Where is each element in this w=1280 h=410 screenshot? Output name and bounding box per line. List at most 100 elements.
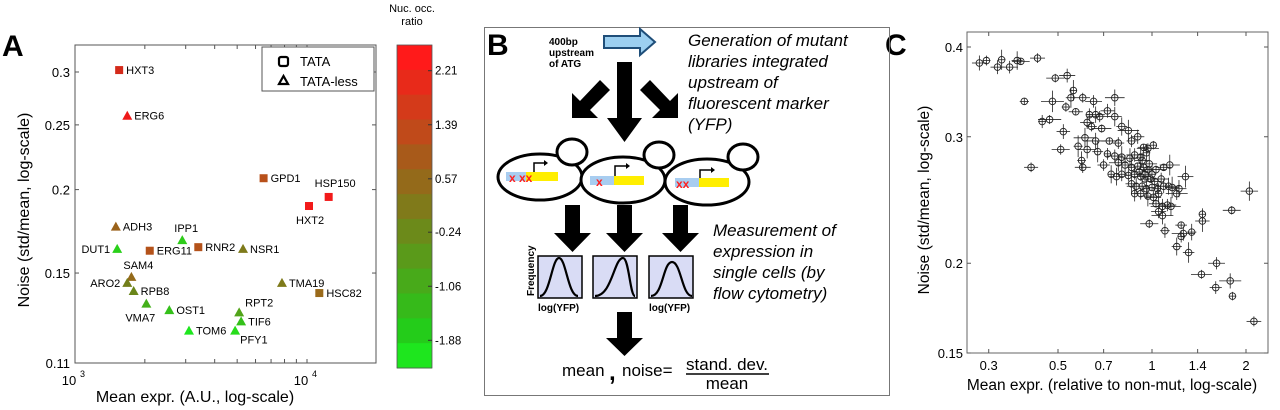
panel-b-letter: B	[487, 29, 509, 62]
circle-marker-icon	[1154, 189, 1163, 198]
circle-marker-icon	[1083, 118, 1091, 127]
circle-marker-icon	[1027, 163, 1035, 172]
gene-label: HXT2	[296, 215, 324, 227]
circle-marker-icon	[1048, 97, 1057, 106]
data-point	[1073, 127, 1097, 148]
step1-line1: Generation of mutant	[688, 31, 848, 50]
square-marker-icon	[259, 174, 268, 183]
data-point	[1136, 180, 1148, 193]
circle-marker-icon	[1144, 192, 1152, 200]
data-point	[1246, 316, 1262, 327]
panel-c-letter: C	[885, 29, 907, 62]
data-point	[1038, 114, 1047, 129]
colorbar	[396, 44, 433, 369]
circle-marker-icon	[1172, 189, 1181, 198]
circle-marker-icon	[1069, 86, 1078, 95]
circle-marker-icon	[1114, 139, 1123, 147]
colorbar-segment	[397, 94, 432, 121]
circle-marker-icon	[1095, 112, 1104, 121]
promoter-arrow-icon	[603, 26, 657, 58]
data-point	[1182, 242, 1195, 263]
histogram-x-label-left: log(YFP)	[538, 303, 579, 314]
triangle-marker-icon	[234, 307, 245, 317]
circle-marker-icon	[1172, 242, 1181, 251]
data-point	[1149, 140, 1158, 150]
data-point-tom6: TOM6	[183, 325, 226, 338]
circle-marker-icon	[1089, 97, 1098, 106]
promoter-label-line3: of ATG	[549, 59, 581, 70]
colorbar-segment	[397, 119, 432, 145]
data-point	[1116, 117, 1128, 136]
circle-marker-icon	[1184, 248, 1193, 257]
circle-marker-icon	[1197, 270, 1206, 279]
circle-marker-icon	[1072, 108, 1080, 116]
circle-marker-icon	[1059, 127, 1068, 136]
x-tick-label: 2	[1242, 358, 1249, 373]
circle-marker-icon	[1148, 170, 1156, 179]
mutation-mark-icon: x	[596, 175, 603, 189]
circle-marker-icon	[1154, 207, 1163, 216]
gene-label: GPD1	[271, 173, 301, 185]
data-point	[1024, 162, 1039, 173]
gene-label: PFY1	[240, 335, 268, 347]
gene-label: OST1	[176, 305, 205, 317]
colorbar-segment	[397, 144, 432, 170]
colorbar-segment	[397, 69, 432, 96]
data-point-tma19: TMA19	[276, 277, 324, 290]
y-tick-label: 0.3	[945, 130, 963, 145]
data-point	[1177, 230, 1185, 243]
gene-label: HSP150	[315, 178, 356, 190]
circle-marker-icon	[1181, 172, 1190, 181]
yeast-cell-2: x	[579, 140, 676, 205]
data-point	[1154, 183, 1163, 204]
data-point	[1086, 106, 1105, 123]
gene-label: ADH3	[123, 222, 152, 234]
colorbar-segment	[397, 243, 432, 270]
histogram-2	[592, 255, 638, 299]
colorbar-frame	[396, 44, 433, 369]
panel-c-x-axis-label: Mean expr. (relative to non-mut, log-sca…	[967, 377, 1257, 394]
y-tick-label: 0.25	[45, 118, 70, 133]
colorbar-tick-label: -1.06	[435, 281, 461, 293]
circle-marker-icon	[1167, 202, 1175, 211]
data-point	[1112, 137, 1125, 149]
triangle-marker-icon	[122, 277, 133, 287]
colorbar-tick-label: 2.21	[435, 66, 457, 78]
gene-label: ERG11	[157, 246, 192, 258]
panel-a-y-axis-label: Noise (std/mean, log-scale)	[16, 113, 33, 308]
circle-marker-icon	[1127, 137, 1136, 145]
circle-marker-icon	[1136, 172, 1145, 181]
step1-line5: (YFP)	[688, 115, 733, 134]
circle-marker-icon	[1062, 103, 1070, 111]
gene-label: ARO2	[90, 278, 120, 290]
formula-noise-label: noise=	[622, 361, 673, 380]
circle-marker-icon	[1051, 74, 1060, 82]
x-tick-label: 0.3	[980, 358, 998, 373]
gene-label: NSR1	[250, 244, 279, 256]
circle-marker-icon	[1005, 63, 1014, 71]
circle-marker-icon	[1045, 115, 1054, 124]
circle-marker-icon	[1226, 277, 1234, 285]
data-point	[1109, 167, 1124, 186]
y-tick-label: 0.15	[45, 266, 70, 281]
circle-marker-icon	[975, 59, 984, 67]
data-point	[1153, 172, 1169, 186]
data-point	[1228, 291, 1237, 301]
gene-label: RPB8	[141, 286, 170, 298]
data-point	[1097, 159, 1110, 171]
triangle-marker-icon	[238, 243, 249, 253]
data-point	[1142, 143, 1151, 162]
data-point	[997, 49, 1006, 70]
step1-line3: upstream of	[688, 73, 778, 92]
yeast-cell-3: xx	[663, 142, 760, 207]
circle-marker-icon	[1149, 193, 1158, 202]
data-point-vma7: VMA7	[125, 298, 155, 325]
circle-marker-icon	[1067, 93, 1075, 102]
data-point-pfy1: PFY1	[230, 325, 268, 347]
data-point	[1151, 205, 1167, 219]
circle-marker-icon	[1161, 226, 1169, 235]
x-tick-label-exponent: 4	[312, 369, 317, 379]
step2-line2: expression in	[713, 242, 814, 261]
data-point	[1011, 57, 1030, 66]
